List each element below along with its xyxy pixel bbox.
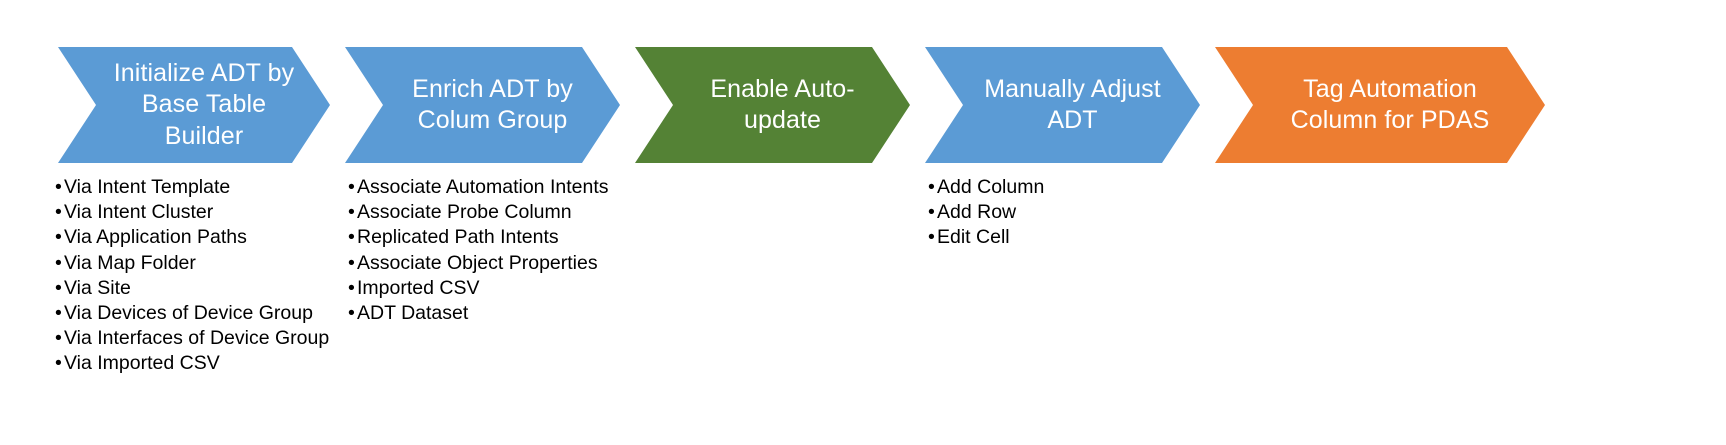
list-item-label: Via Intent Cluster	[64, 201, 214, 224]
list-item-label: Via Application Paths	[64, 226, 247, 249]
list-item: •Via Imported CSV	[55, 351, 329, 376]
bullet-dot-icon: •	[55, 201, 62, 224]
bullet-dot-icon: •	[55, 251, 62, 274]
bullet-dot-icon: •	[55, 352, 62, 375]
list-item: •Add Column	[928, 175, 1044, 200]
bullet-dot-icon: •	[348, 251, 355, 274]
bullet-dot-icon: •	[55, 302, 62, 325]
list-item: •Edit Cell	[928, 225, 1044, 250]
list-item-label: Via Devices of Device Group	[64, 302, 313, 325]
list-item: •Via Interfaces of Device Group	[55, 326, 329, 351]
bullet-list-enrich-adt: •Associate Automation Intents•Associate …	[348, 175, 608, 326]
list-item-label: Via Intent Template	[64, 176, 231, 198]
list-item-label: Add Row	[937, 201, 1017, 224]
bullet-dot-icon: •	[55, 327, 62, 350]
list-item: •Via Intent Template	[55, 175, 329, 200]
list-item-label: Via Interfaces of Device Group	[64, 327, 330, 350]
list-item-label: Via Map Folder	[64, 251, 196, 274]
chevron-stage-initialize-adt[interactable]: Initialize ADT by Base Table Builder	[58, 47, 330, 163]
list-item: •Via Site	[55, 276, 329, 301]
list-item-label: Associate Automation Intents	[357, 176, 609, 198]
bullet-dot-icon: •	[55, 276, 62, 299]
chevron-stage-enable-auto-update[interactable]: Enable Auto- update	[635, 47, 910, 163]
list-item: •Imported CSV	[348, 276, 608, 301]
list-item-label: Imported CSV	[357, 276, 480, 299]
bullet-dot-icon: •	[348, 302, 355, 325]
list-item: •ADT Dataset	[348, 301, 608, 326]
chevron-label: Initialize ADT by Base Table Builder	[113, 58, 295, 150]
list-item-label: Via Site	[64, 276, 131, 299]
list-item-label: Associate Probe Column	[357, 201, 572, 224]
list-item-label: Add Column	[937, 176, 1045, 198]
bullet-dot-icon: •	[348, 176, 355, 198]
chevron-stage-enrich-adt[interactable]: Enrich ADT by Colum Group	[345, 47, 620, 163]
bullet-dot-icon: •	[928, 176, 935, 198]
list-item: •Associate Automation Intents	[348, 175, 608, 200]
chevron-label: Enrich ADT by Colum Group	[412, 74, 573, 134]
bullet-dot-icon: •	[348, 201, 355, 224]
bullet-list-manually-adjust-adt: •Add Column•Add Row•Edit Cell	[928, 175, 1044, 251]
list-item-label: Edit Cell	[937, 226, 1010, 249]
list-item: •Associate Object Properties	[348, 251, 608, 276]
chevron-stage-manually-adjust-adt[interactable]: Manually Adjust ADT	[925, 47, 1200, 163]
list-item: •Add Row	[928, 200, 1044, 225]
bullet-dot-icon: •	[55, 226, 62, 249]
bullet-list-initialize-adt: •Via Intent Template•Via Intent Cluster•…	[55, 175, 329, 377]
list-item-label: Replicated Path Intents	[357, 226, 559, 249]
bullet-dot-icon: •	[928, 201, 935, 224]
list-item-label: Via Imported CSV	[64, 352, 220, 375]
chevron-label: Manually Adjust ADT	[984, 74, 1161, 134]
bullet-dot-icon: •	[928, 226, 935, 249]
list-item: •Replicated Path Intents	[348, 225, 608, 250]
list-item: •Via Devices of Device Group	[55, 301, 329, 326]
chevron-stage-tag-automation-column[interactable]: Tag Automation Column for PDAS	[1215, 47, 1545, 163]
chevron-label: Tag Automation Column for PDAS	[1290, 74, 1490, 134]
bullet-dot-icon: •	[348, 226, 355, 249]
list-item: •Via Intent Cluster	[55, 200, 329, 225]
list-item-label: Associate Object Properties	[357, 251, 598, 274]
bullet-dot-icon: •	[348, 276, 355, 299]
chevron-row: Initialize ADT by Base Table Builder Enri…	[0, 47, 1726, 163]
list-item-label: ADT Dataset	[357, 302, 469, 325]
list-item: •Associate Probe Column	[348, 200, 608, 225]
chevron-label: Enable Auto- update	[710, 74, 855, 134]
list-item: •Via Application Paths	[55, 225, 329, 250]
bullet-dot-icon: •	[55, 176, 62, 198]
list-item: •Via Map Folder	[55, 251, 329, 276]
